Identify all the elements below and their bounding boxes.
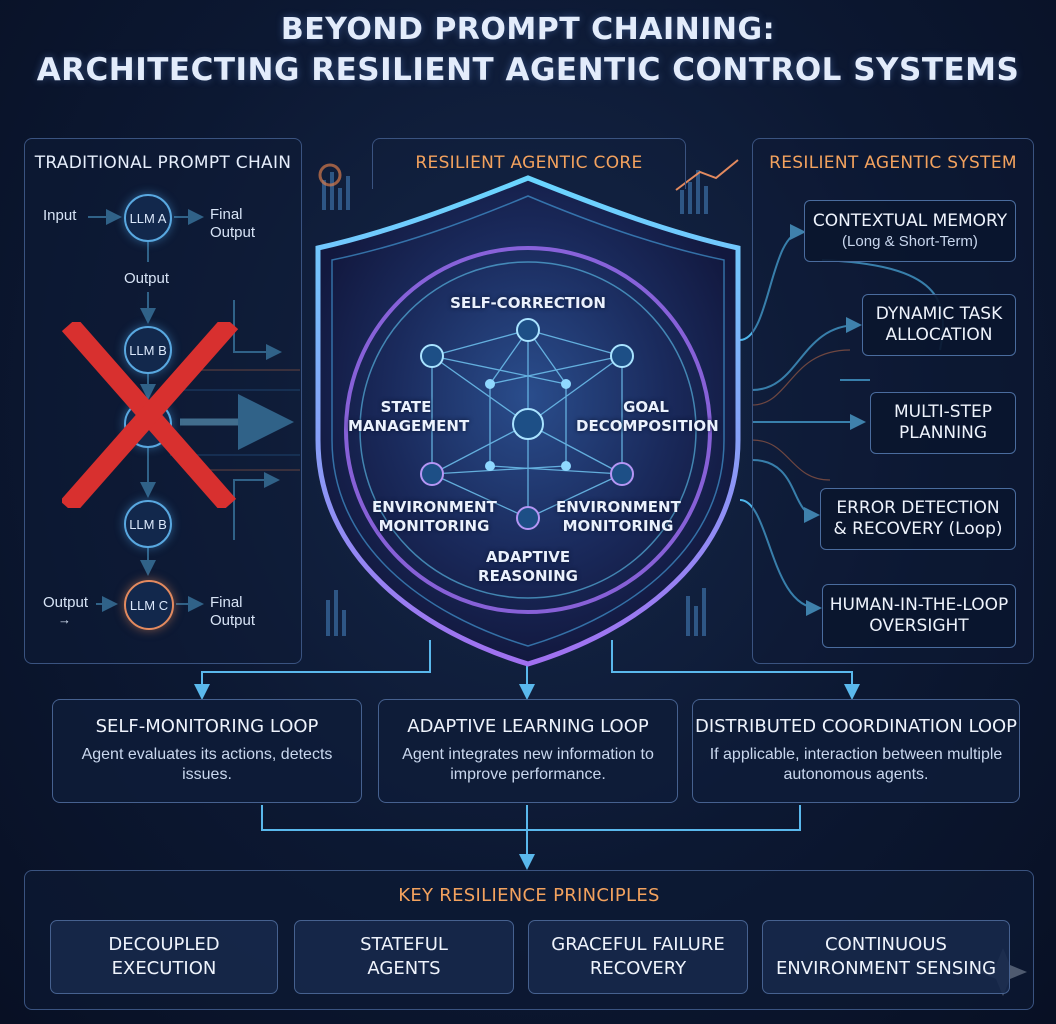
node-llm-a: LLM A — [124, 194, 172, 242]
node-llm-b-1: LLM B — [124, 326, 172, 374]
network-icon — [431, 329, 623, 519]
label-env-monitoring-left: ENVIRONMENT MONITORING — [372, 498, 497, 535]
loop-adaptive-learning: ADAPTIVE LEARNING LOOP Agent integrates … — [378, 699, 678, 803]
system-item-title: MULTI-STEP PLANNING — [894, 402, 992, 443]
title-line-2: ARCHITECTING RESILIENT AGENTIC CONTROL S… — [36, 52, 1020, 88]
label-goal-decomposition: GOAL DECOMPOSITION — [576, 398, 719, 435]
principles-heading: KEY RESILIENCE PRINCIPLES — [398, 885, 660, 906]
system-item-sub: & RECOVERY (Loop) — [833, 519, 1003, 539]
system-item-sub: (Long & Short-Term) — [842, 233, 978, 250]
principle-continuous-sensing: CONTINUOUS ENVIRONMENT SENSING — [762, 920, 1010, 994]
loop-self-monitoring: SELF-MONITORING LOOP Agent evaluates its… — [52, 699, 362, 803]
system-item-dynamic-task: DYNAMIC TASK ALLOCATION — [862, 294, 1016, 356]
system-item-human-oversight: HUMAN-IN-THE-LOOP OVERSIGHT — [822, 584, 1016, 648]
system-item-title: CONTEXTUAL MEMORY — [812, 211, 1008, 231]
core-panel: RESILIENT AGENTIC CORE — [372, 138, 686, 189]
loop-distributed-coordination: DISTRIBUTED COORDINATION LOOP If applica… — [692, 699, 1020, 803]
principle-graceful-failure: GRACEFUL FAILURE RECOVERY — [528, 920, 748, 994]
loop-title: DISTRIBUTED COORDINATION LOOP — [694, 716, 1018, 737]
loop-desc: Agent integrates new information to impr… — [402, 746, 654, 783]
system-item-error-detection: ERROR DETECTION & RECOVERY (Loop) — [820, 488, 1016, 550]
loop-desc: If applicable, interaction between multi… — [709, 746, 1003, 783]
label-state-management: STATE MANAGEMENT — [348, 398, 470, 435]
page-title: BEYOND PROMPT CHAINING: ARCHITECTING RES… — [0, 10, 1056, 90]
loop-desc: Agent evaluates its actions, detects iss… — [81, 746, 333, 783]
label-self-correction: SELF-CORRECTION — [450, 294, 606, 312]
system-heading: RESILIENT AGENTIC SYSTEM — [769, 153, 1017, 173]
node-llm-c: LLM C — [124, 580, 174, 630]
traditional-chain-heading: TRADITIONAL PROMPT CHAIN — [34, 153, 292, 173]
failure-x-icon — [62, 322, 238, 508]
core-heading: RESILIENT AGENTIC CORE — [415, 153, 643, 173]
node-llm-b-2: LLM B — [124, 500, 172, 548]
label-env-monitoring-right: ENVIRONMENT MONITORING — [556, 498, 681, 535]
system-item-title: DYNAMIC TASK ALLOCATION — [875, 304, 1003, 345]
input-label: Input — [43, 207, 77, 224]
final-output-bottom: Final Output — [210, 594, 256, 629]
output-bottom-label: Output — [43, 594, 89, 611]
system-item-contextual-memory: CONTEXTUAL MEMORY (Long & Short-Term) — [804, 200, 1016, 262]
label-adaptive-reasoning: ADAPTIVE REASONING — [478, 548, 578, 585]
system-item-multi-step: MULTI-STEP PLANNING — [870, 392, 1016, 454]
system-item-title: HUMAN-IN-THE-LOOP OVERSIGHT — [829, 595, 1009, 636]
principle-decoupled-execution: DECOUPLED EXECUTION — [50, 920, 278, 994]
system-item-title: ERROR DETECTION — [836, 498, 1000, 518]
final-output-top: Final Output — [210, 206, 256, 241]
output-label: Output — [124, 270, 170, 287]
title-line-1: BEYOND PROMPT CHAINING: — [280, 12, 776, 47]
loop-title: ADAPTIVE LEARNING LOOP — [407, 716, 649, 737]
loop-title: SELF-MONITORING LOOP — [95, 716, 319, 737]
principle-stateful-agents: STATEFUL AGENTS — [294, 920, 514, 994]
output-bottom-arrow: → — [58, 612, 71, 627]
